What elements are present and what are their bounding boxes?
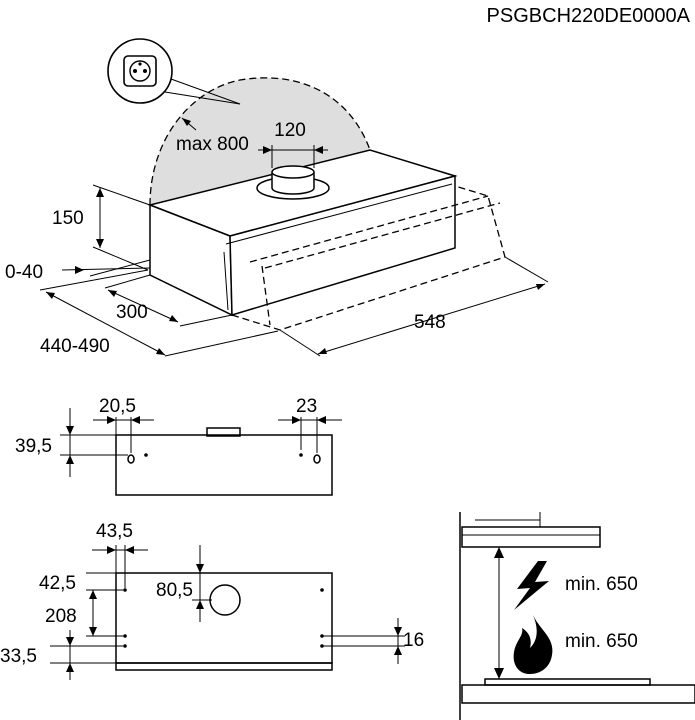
height-label: 150 xyxy=(52,208,84,229)
depth-offset-label: 0-40 xyxy=(5,262,43,283)
width-label: 548 xyxy=(414,312,446,333)
cable-reach-area xyxy=(150,77,370,205)
flame-icon xyxy=(513,615,553,674)
hole-x-label: 43,5 xyxy=(96,521,133,542)
duct-diameter-label: 120 xyxy=(274,120,306,141)
gas-clearance-label: min. 650 xyxy=(565,631,638,652)
vertical-offset-label: 39,5 xyxy=(15,436,52,457)
mount-hole xyxy=(127,454,135,464)
hole-y-bottom-label: 33,5 xyxy=(0,646,37,667)
max-cable-label: max 800 xyxy=(176,134,249,155)
hood-bottom-view: 43,5 42,5 208 33,5 80,5 16 xyxy=(0,521,424,680)
hood-side-face xyxy=(229,175,456,317)
left-offset-label: 20,5 xyxy=(99,396,136,417)
right-hole-offset-label: 16 xyxy=(403,630,424,651)
right-offset-label: 23 xyxy=(296,396,317,417)
hood-front-view: 20,5 23 39,5 xyxy=(15,396,342,496)
electric-clearance-label: min. 650 xyxy=(565,574,638,595)
duct-opening xyxy=(209,584,241,616)
duct-offset-label: 80,5 xyxy=(156,580,193,601)
lightning-icon xyxy=(514,561,549,610)
hole-spacing-label: 208 xyxy=(45,606,77,627)
install-depth-label: 440-490 xyxy=(40,336,110,357)
cable-reach-arc xyxy=(149,77,371,206)
mount-hole xyxy=(313,454,321,464)
hood-iso-view: 120 max 800 150 0-40 300 440-490 xyxy=(5,38,549,357)
hole-y-top-label: 42,5 xyxy=(39,573,76,594)
product-code: PSGBCH220DE0000A xyxy=(487,5,691,27)
power-socket-icon xyxy=(107,38,241,105)
duct-collar xyxy=(256,165,330,200)
clearance-diagram: min. 650 min. 650 xyxy=(459,512,695,720)
depth-label: 300 xyxy=(116,302,148,323)
